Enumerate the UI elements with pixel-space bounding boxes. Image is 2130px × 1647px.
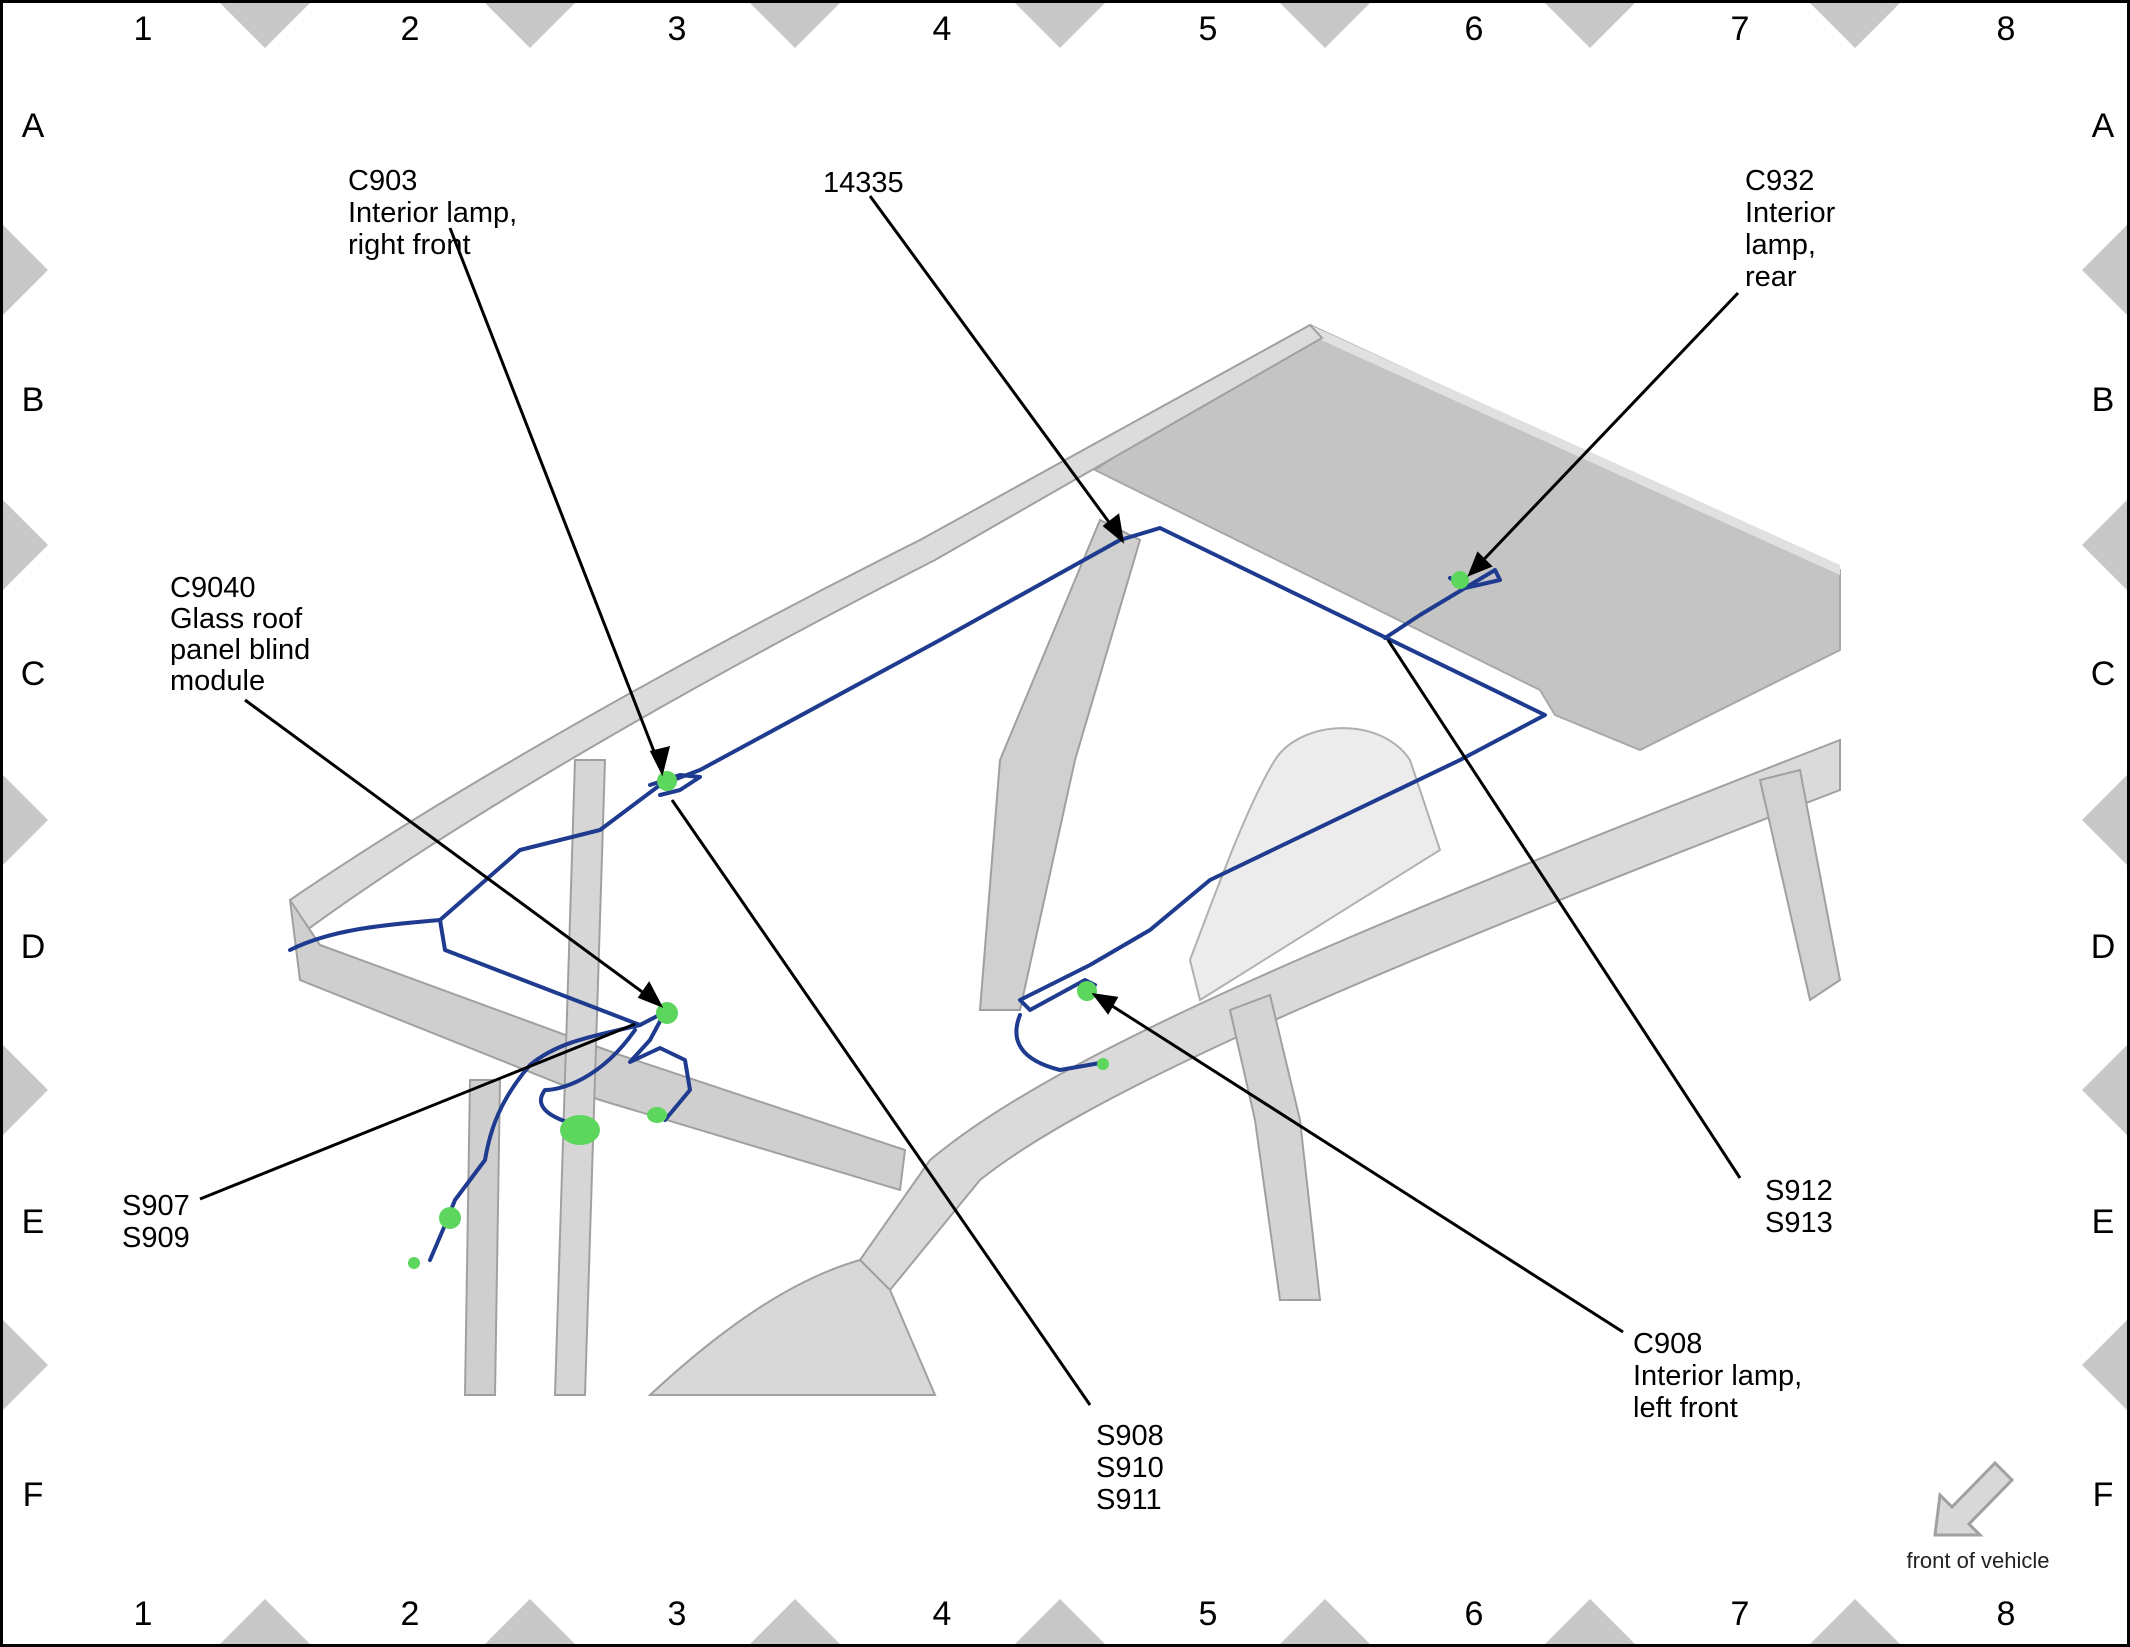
windshield-header: [289, 899, 907, 1192]
c9040-desc-2: panel blind: [170, 634, 310, 666]
row-label-left-F: F: [23, 1476, 44, 1514]
c908-id: C908: [1633, 1328, 1702, 1360]
callout-c908: C908 Interior lamp, left front: [1633, 1328, 1802, 1424]
wiring-harness: [288, 526, 1547, 1262]
col-label-top-7: 7: [1731, 10, 1750, 48]
front-of-vehicle-label: front of vehicle: [1906, 1548, 2049, 1573]
roof-rail-right: [288, 323, 1324, 937]
harness-side-branch: [539, 1028, 637, 1127]
col-label-bottom-5: 5: [1199, 1595, 1218, 1633]
row-label-left-E: E: [22, 1203, 45, 1241]
c9040-desc-3: module: [170, 665, 265, 697]
c9040-desc-1: Glass roof: [170, 603, 303, 635]
row-label-right-C: C: [2091, 655, 2116, 693]
col-label-bottom-8: 8: [1997, 1595, 2016, 1633]
part-14335-leader: [868, 195, 1124, 541]
col-label-bottom-7: 7: [1731, 1595, 1750, 1633]
c932-id: C932: [1745, 165, 1814, 197]
s909-id: S909: [122, 1222, 190, 1254]
c932-desc-3: rear: [1745, 261, 1797, 293]
connector-green-e2-icon: [439, 1207, 461, 1229]
harness-main-run: [288, 526, 1547, 1012]
col-label-top-3: 3: [668, 10, 687, 48]
connector-green-tail-icon: [408, 1257, 420, 1269]
row-label-left-B: B: [22, 381, 45, 419]
callout-s908: S908 S910 S911: [1096, 1420, 1164, 1516]
c9040-connector-icon: [656, 1002, 678, 1024]
b-pillar-right: [978, 518, 1142, 1011]
col-label-top-6: 6: [1465, 10, 1484, 48]
s908-id: S908: [1096, 1420, 1164, 1452]
c903-desc-2: right front: [348, 229, 471, 261]
c932-desc-2: lamp,: [1745, 229, 1816, 261]
col-label-top-8: 8: [1997, 10, 2016, 48]
col-label-top-4: 4: [933, 10, 952, 48]
part-14335-id: 14335: [823, 167, 904, 199]
vehicle-body-illustration: [288, 323, 1842, 1396]
harness-c9040-branch: [428, 1023, 642, 1262]
row-label-right-E: E: [2092, 1203, 2115, 1241]
s913-id: S913: [1765, 1207, 1833, 1239]
b-pillar-left: [1228, 993, 1322, 1301]
s908-leader: [670, 799, 1092, 1406]
c9040-leader: [244, 698, 661, 1007]
row-label-left-A: A: [22, 107, 45, 145]
row-label-right-B: B: [2092, 381, 2115, 419]
harness-front-branch: [438, 918, 692, 1122]
c903-leader: [448, 227, 664, 773]
rear-seat-back: [1188, 727, 1442, 1002]
s907-leader: [199, 1022, 636, 1201]
grid-labels: 1 2 3 4 5 6 7 8 1 2 3 4 5 6 7 8 A B C D …: [21, 10, 2116, 1633]
s912-id: S912: [1765, 1175, 1833, 1207]
c908-desc-2: left front: [1633, 1392, 1738, 1424]
c932-leader: [1468, 291, 1740, 576]
s907-id: S907: [122, 1190, 190, 1222]
col-label-bottom-6: 6: [1465, 1595, 1484, 1633]
row-label-right-F: F: [2093, 1476, 2114, 1514]
col-label-bottom-2: 2: [401, 1595, 420, 1633]
c932-desc-1: Interior: [1745, 197, 1836, 229]
callout-c9040: C9040 Glass roof panel blind module: [170, 572, 310, 697]
col-label-bottom-1: 1: [134, 1595, 153, 1633]
leader-lines: [199, 195, 1742, 1406]
s912-leader: [1386, 639, 1742, 1179]
s911-id: S911: [1096, 1484, 1162, 1516]
c9040-id: C9040: [170, 572, 255, 604]
connector-green-small-icon: [647, 1107, 667, 1123]
c932-connector-icon: [1451, 571, 1469, 589]
connector-green-left-tail-icon: [1097, 1058, 1109, 1070]
c903-id: C903: [348, 165, 417, 197]
c903-connector-icon: [657, 771, 677, 791]
callout-c903: C903 Interior lamp, right front: [348, 165, 517, 261]
row-label-left-C: C: [21, 655, 46, 693]
c908-leader: [1094, 993, 1624, 1334]
c908-desc-1: Interior lamp,: [1633, 1360, 1802, 1392]
s910-id: S910: [1096, 1452, 1164, 1484]
connectors: [408, 571, 1469, 1269]
callout-14335: 14335: [823, 167, 904, 199]
callout-s907: S907 S909: [122, 1190, 190, 1254]
callout-s912: S912 S913: [1765, 1175, 1833, 1239]
front-of-vehicle-arrow-icon: [1933, 1460, 2015, 1537]
c908-connector-icon: [1077, 981, 1097, 1001]
col-label-top-5: 5: [1199, 10, 1218, 48]
connector-green-large-icon: [560, 1115, 600, 1145]
row-label-left-D: D: [21, 928, 46, 966]
border-markers: [3, 3, 2127, 1644]
col-label-top-1: 1: [134, 10, 153, 48]
roof-rail-left: [858, 738, 1841, 1292]
a-pillar-left: [647, 1258, 937, 1396]
harness-left-tail: [1014, 1013, 1102, 1072]
orientation-indicator: front of vehicle: [1906, 1460, 2050, 1573]
col-label-bottom-3: 3: [668, 1595, 687, 1633]
col-label-top-2: 2: [401, 10, 420, 48]
row-label-right-A: A: [2092, 107, 2115, 145]
col-label-bottom-4: 4: [933, 1595, 952, 1633]
row-label-right-D: D: [2091, 928, 2116, 966]
callout-c932: C932 Interior lamp, rear: [1745, 165, 1836, 293]
c903-desc-1: Interior lamp,: [348, 197, 517, 229]
a-pillar-right: [553, 759, 607, 1396]
